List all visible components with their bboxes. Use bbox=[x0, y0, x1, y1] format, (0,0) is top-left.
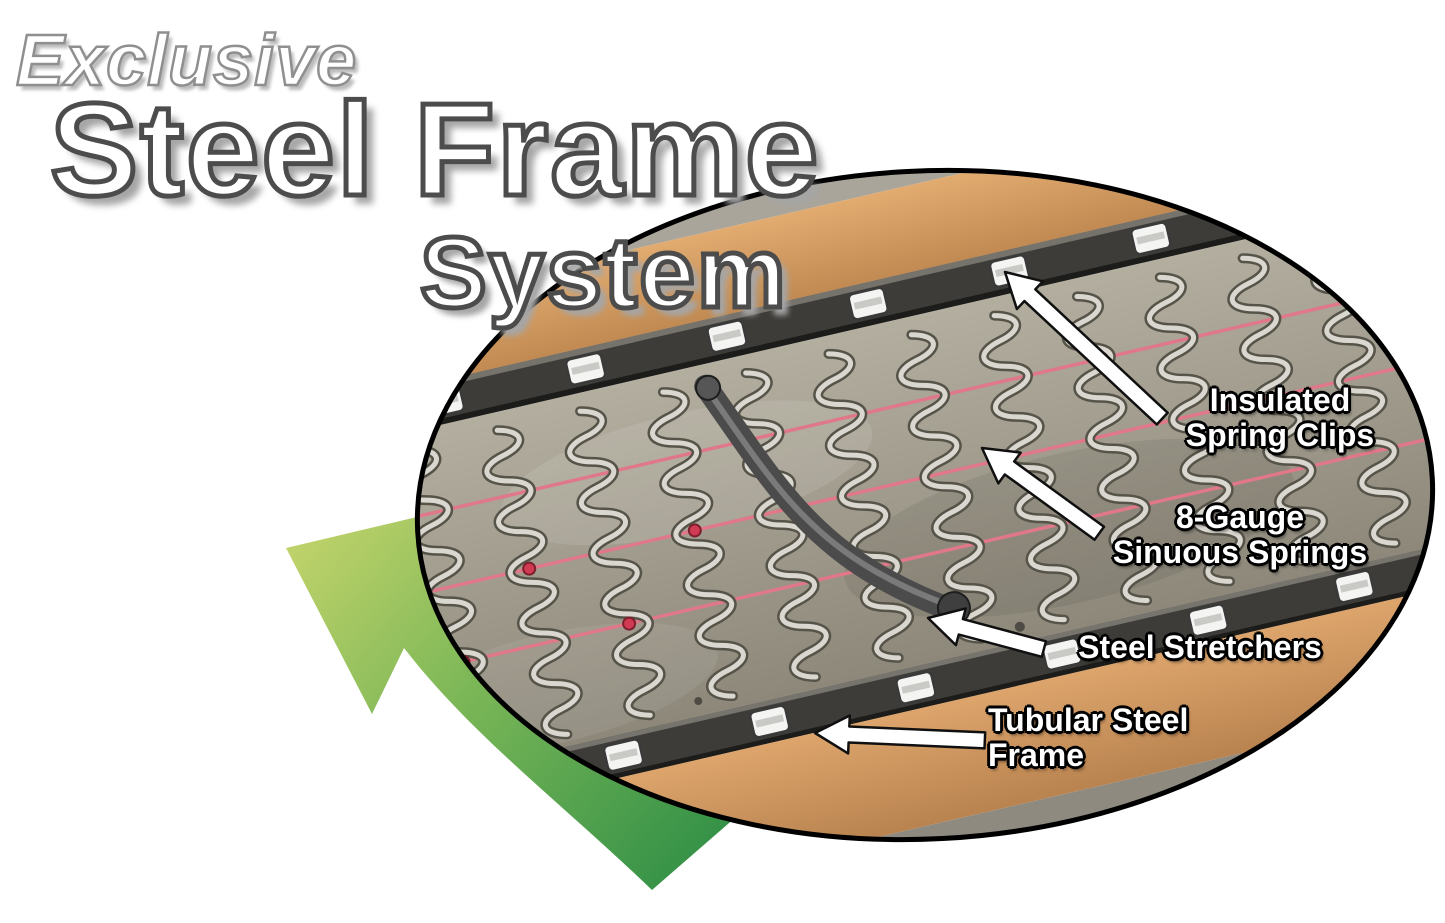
callout-arrows bbox=[813, 270, 1169, 755]
callout-arrow-tubular-frame-icon bbox=[813, 714, 987, 755]
rail-shadow bbox=[400, 144, 1445, 599]
rail-shadow bbox=[400, 405, 1445, 866]
callout-sinuous-springs-label: 8-Gauge Sinuous Springs bbox=[1075, 500, 1405, 569]
callout-spring-clips-label: Insulated Spring Clips bbox=[1150, 383, 1410, 452]
callout-line: 8-Gauge bbox=[1175, 499, 1305, 535]
callout-line: Spring Clips bbox=[1185, 416, 1375, 453]
callout-arrow-steel-stretchers-icon bbox=[926, 607, 1048, 659]
rail-holes bbox=[694, 564, 1278, 706]
title-exclusive: Exclusive bbox=[15, 20, 358, 103]
steel-rail-bottom bbox=[400, 369, 1445, 866]
steel-stretcher-tube bbox=[694, 374, 971, 626]
wood-rail-bottom bbox=[400, 410, 1445, 866]
callout-line: Insulated bbox=[1209, 382, 1351, 418]
callout-steel-stretchers-label: Steel Stretchers bbox=[1045, 630, 1355, 665]
callout-line: Tubular Steel bbox=[988, 702, 1189, 738]
wood-rail-top bbox=[400, 144, 1445, 557]
page-title: Steel Frame bbox=[47, 74, 821, 226]
callout-line: Frame bbox=[988, 736, 1085, 773]
oval-border bbox=[414, 167, 1436, 843]
callout-tubular-frame-label: Tubular Steel Frame bbox=[988, 703, 1238, 772]
rail-highlight bbox=[400, 144, 1445, 563]
callout-arrow-sinuous-springs-icon bbox=[980, 446, 1106, 541]
page-subtitle: System bbox=[418, 215, 789, 332]
callout-arrow-spring-clips-icon bbox=[1003, 270, 1169, 426]
spring-clip bbox=[1270, 187, 1314, 224]
rail-highlight bbox=[400, 369, 1445, 866]
callout-line: Sinuous Springs bbox=[1112, 533, 1368, 570]
steel-rail-top bbox=[400, 144, 1445, 599]
callout-line: Steel Stretchers bbox=[1078, 629, 1322, 665]
